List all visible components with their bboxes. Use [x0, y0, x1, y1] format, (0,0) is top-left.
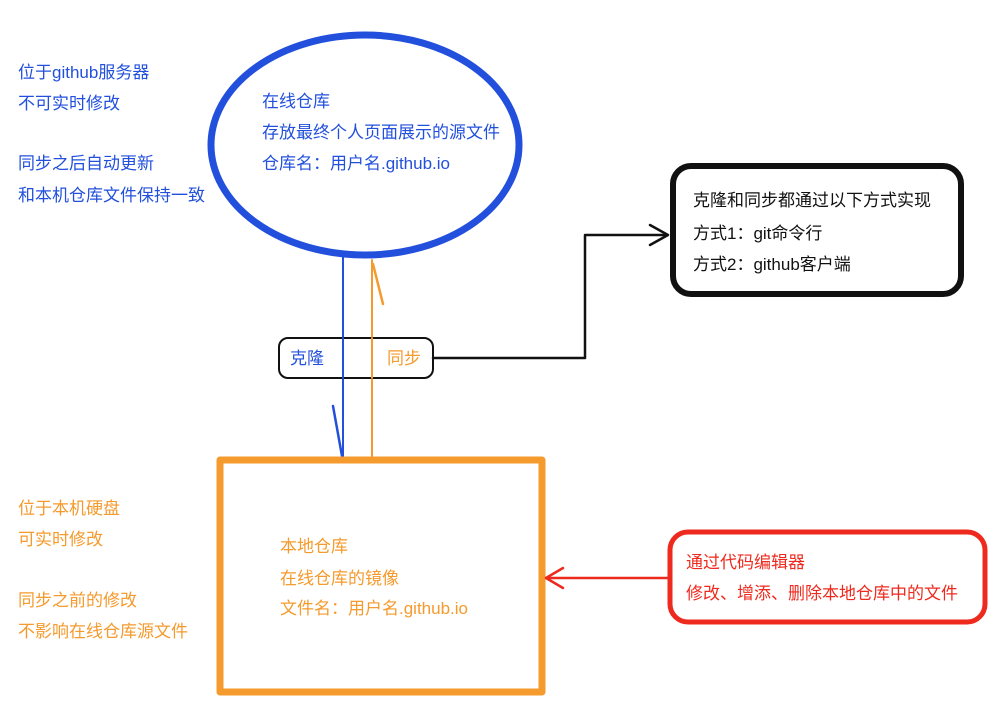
editor-box-border [667, 529, 988, 625]
sync-box: 克隆 同步 [278, 337, 434, 379]
clone-label: 克隆 [290, 349, 324, 368]
local-note: 同步之前的修改 [18, 591, 137, 610]
local-repo-box [216, 456, 546, 696]
server-notes: 位于github服务器 不可实时修改 同步之后自动更新 和本机仓库文件保持一致 [18, 63, 205, 205]
methods-title: 克隆和同步都通过以下方式实现 [693, 191, 931, 210]
server-note: 位于github服务器 [18, 63, 149, 82]
local-repo-desc: 在线仓库的镜像 [280, 569, 399, 588]
editor-title: 通过代码编辑器 [686, 553, 805, 572]
server-note: 和本机仓库文件保持一致 [18, 186, 205, 205]
method-item: 方式1：git命令行 [693, 224, 822, 243]
editor-box: 通过代码编辑器 修改、增添、删除本地仓库中的文件 [667, 529, 988, 625]
remote-repo-title: 在线仓库 [262, 92, 330, 111]
server-note: 同步之后自动更新 [18, 154, 154, 173]
remote-repo-desc: 存放最终个人页面展示的源文件 [262, 123, 500, 142]
local-notes: 位于本机硬盘 可实时修改 同步之前的修改 不影响在线仓库源文件 [18, 499, 188, 641]
editor-arrow [544, 566, 671, 590]
local-note: 可实时修改 [18, 530, 103, 549]
local-note: 不影响在线仓库源文件 [18, 622, 188, 641]
method-item: 方式2：github客户端 [693, 255, 851, 274]
local-note: 位于本机硬盘 [18, 499, 120, 518]
methods-box-border [670, 163, 964, 297]
local-repo-text: 本地仓库 在线仓库的镜像 文件名：用户名.github.io [280, 537, 468, 618]
local-repo-title: 本地仓库 [280, 537, 348, 556]
editor-desc: 修改、增添、删除本地仓库中的文件 [686, 584, 958, 603]
server-note: 不可实时修改 [18, 94, 120, 113]
remote-repo-text: 在线仓库 存放最终个人页面展示的源文件 仓库名：用户名.github.io [262, 92, 500, 173]
remote-repo-ellipse [207, 31, 523, 259]
sync-label: 同步 [387, 349, 421, 368]
methods-box: 克隆和同步都通过以下方式实现 方式1：git命令行 方式2：github客户端 [670, 163, 964, 297]
methods-connector [431, 223, 670, 360]
remote-repo-name: 仓库名：用户名.github.io [262, 154, 450, 173]
local-repo-name: 文件名：用户名.github.io [280, 599, 468, 618]
